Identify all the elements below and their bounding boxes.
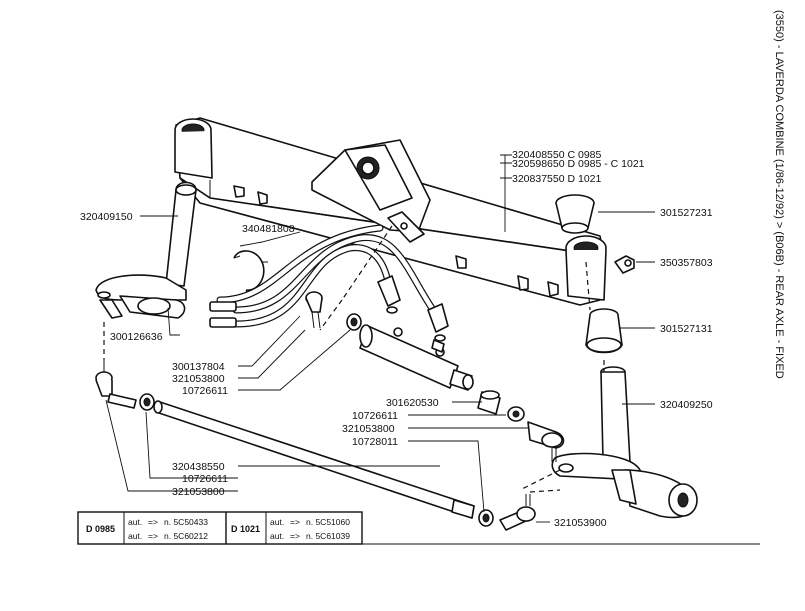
label-tie-rod: 320438550 xyxy=(172,461,225,473)
assembly-guide-lines xyxy=(103,225,605,493)
label-axle-beam-b: 320598650 D 0985 - C 1021 xyxy=(512,158,645,170)
ball-joint-bottom xyxy=(499,494,536,531)
bushing-upper xyxy=(555,194,595,234)
table-left-row2-value: n. 5C60212 xyxy=(164,531,208,541)
label-ball-joint-center: 321053800 xyxy=(172,373,225,385)
label-cylinder: 301620530 xyxy=(386,397,439,409)
label-ball-joint-right: 321053800 xyxy=(342,423,395,435)
label-ball-joint-bottom: 321053900 xyxy=(554,517,607,529)
label-grease-nipple: 350357803 xyxy=(660,257,713,269)
table-right-row2-arrow: => xyxy=(290,531,300,541)
label-nut-right: 10726611 xyxy=(352,410,398,422)
table-right-row1-value: n. 5C51060 xyxy=(306,517,350,527)
table-left-code: D 0985 xyxy=(86,524,115,534)
label-axle-beam-c: 320837550 D 1021 xyxy=(512,173,601,185)
ball-joint-right xyxy=(527,421,565,462)
spindle-left xyxy=(95,181,197,319)
leader-lines xyxy=(105,154,655,523)
label-ball-joint-left: 321053800 xyxy=(172,486,225,498)
label-hose-fitting: 300126636 xyxy=(110,331,163,343)
ball-joint-center xyxy=(305,291,323,329)
label-bushing-lower: 301527131 xyxy=(660,323,713,335)
table-right-row1-prefix: aut. xyxy=(270,517,284,527)
nut-right xyxy=(507,406,525,422)
label-axle-beam-a: 320408550 C 0985 xyxy=(512,149,601,161)
label-bushing-upper: 301527231 xyxy=(660,207,713,219)
axle-beam xyxy=(174,117,607,306)
ball-joint-left xyxy=(95,360,137,409)
bushing-cylinder-end xyxy=(477,390,501,415)
callout-labels: 320408550 C 0985 320598650 D 0985 - C 10… xyxy=(80,149,713,529)
table-right-row2-prefix: aut. xyxy=(270,531,284,541)
steering-cylinder xyxy=(359,324,474,391)
page-title: (3550) - LAVERDA COMBINE (1/86-12/92) > … xyxy=(773,10,785,379)
nut-center xyxy=(346,313,362,331)
nut-special xyxy=(478,509,494,527)
table-left-row1-arrow: => xyxy=(148,517,158,527)
table-right-code: D 1021 xyxy=(231,524,260,534)
table-right-row1-arrow: => xyxy=(290,517,300,527)
revision-table: D 0985 aut. => n. 5C50433 aut. => n. 5C6… xyxy=(77,511,363,545)
table-right-row2-value: n. 5C61039 xyxy=(306,531,350,541)
spindle-right xyxy=(551,366,698,519)
grease-nipple xyxy=(614,255,635,274)
table-left-row2-prefix: aut. xyxy=(128,531,142,541)
bushing-lower xyxy=(585,308,623,354)
table-left-row1-value: n. 5C50433 xyxy=(164,517,208,527)
label-hose-clip: 340481808 xyxy=(242,223,295,235)
hydraulic-hoses xyxy=(209,224,449,342)
table-left-row2-arrow: => xyxy=(148,531,158,541)
table-left-row1-prefix: aut. xyxy=(128,517,142,527)
label-spindle-left: 320409150 xyxy=(80,211,133,223)
label-nut-special: 10728011 xyxy=(352,436,398,448)
label-nut-left: 10726611 xyxy=(182,473,228,485)
tie-rod xyxy=(153,400,475,519)
label-nut-center: 10726611 xyxy=(182,385,228,397)
nut-left xyxy=(139,393,155,411)
label-hose-set: 300137804 xyxy=(172,361,225,373)
label-spindle-right: 320409250 xyxy=(660,399,713,411)
